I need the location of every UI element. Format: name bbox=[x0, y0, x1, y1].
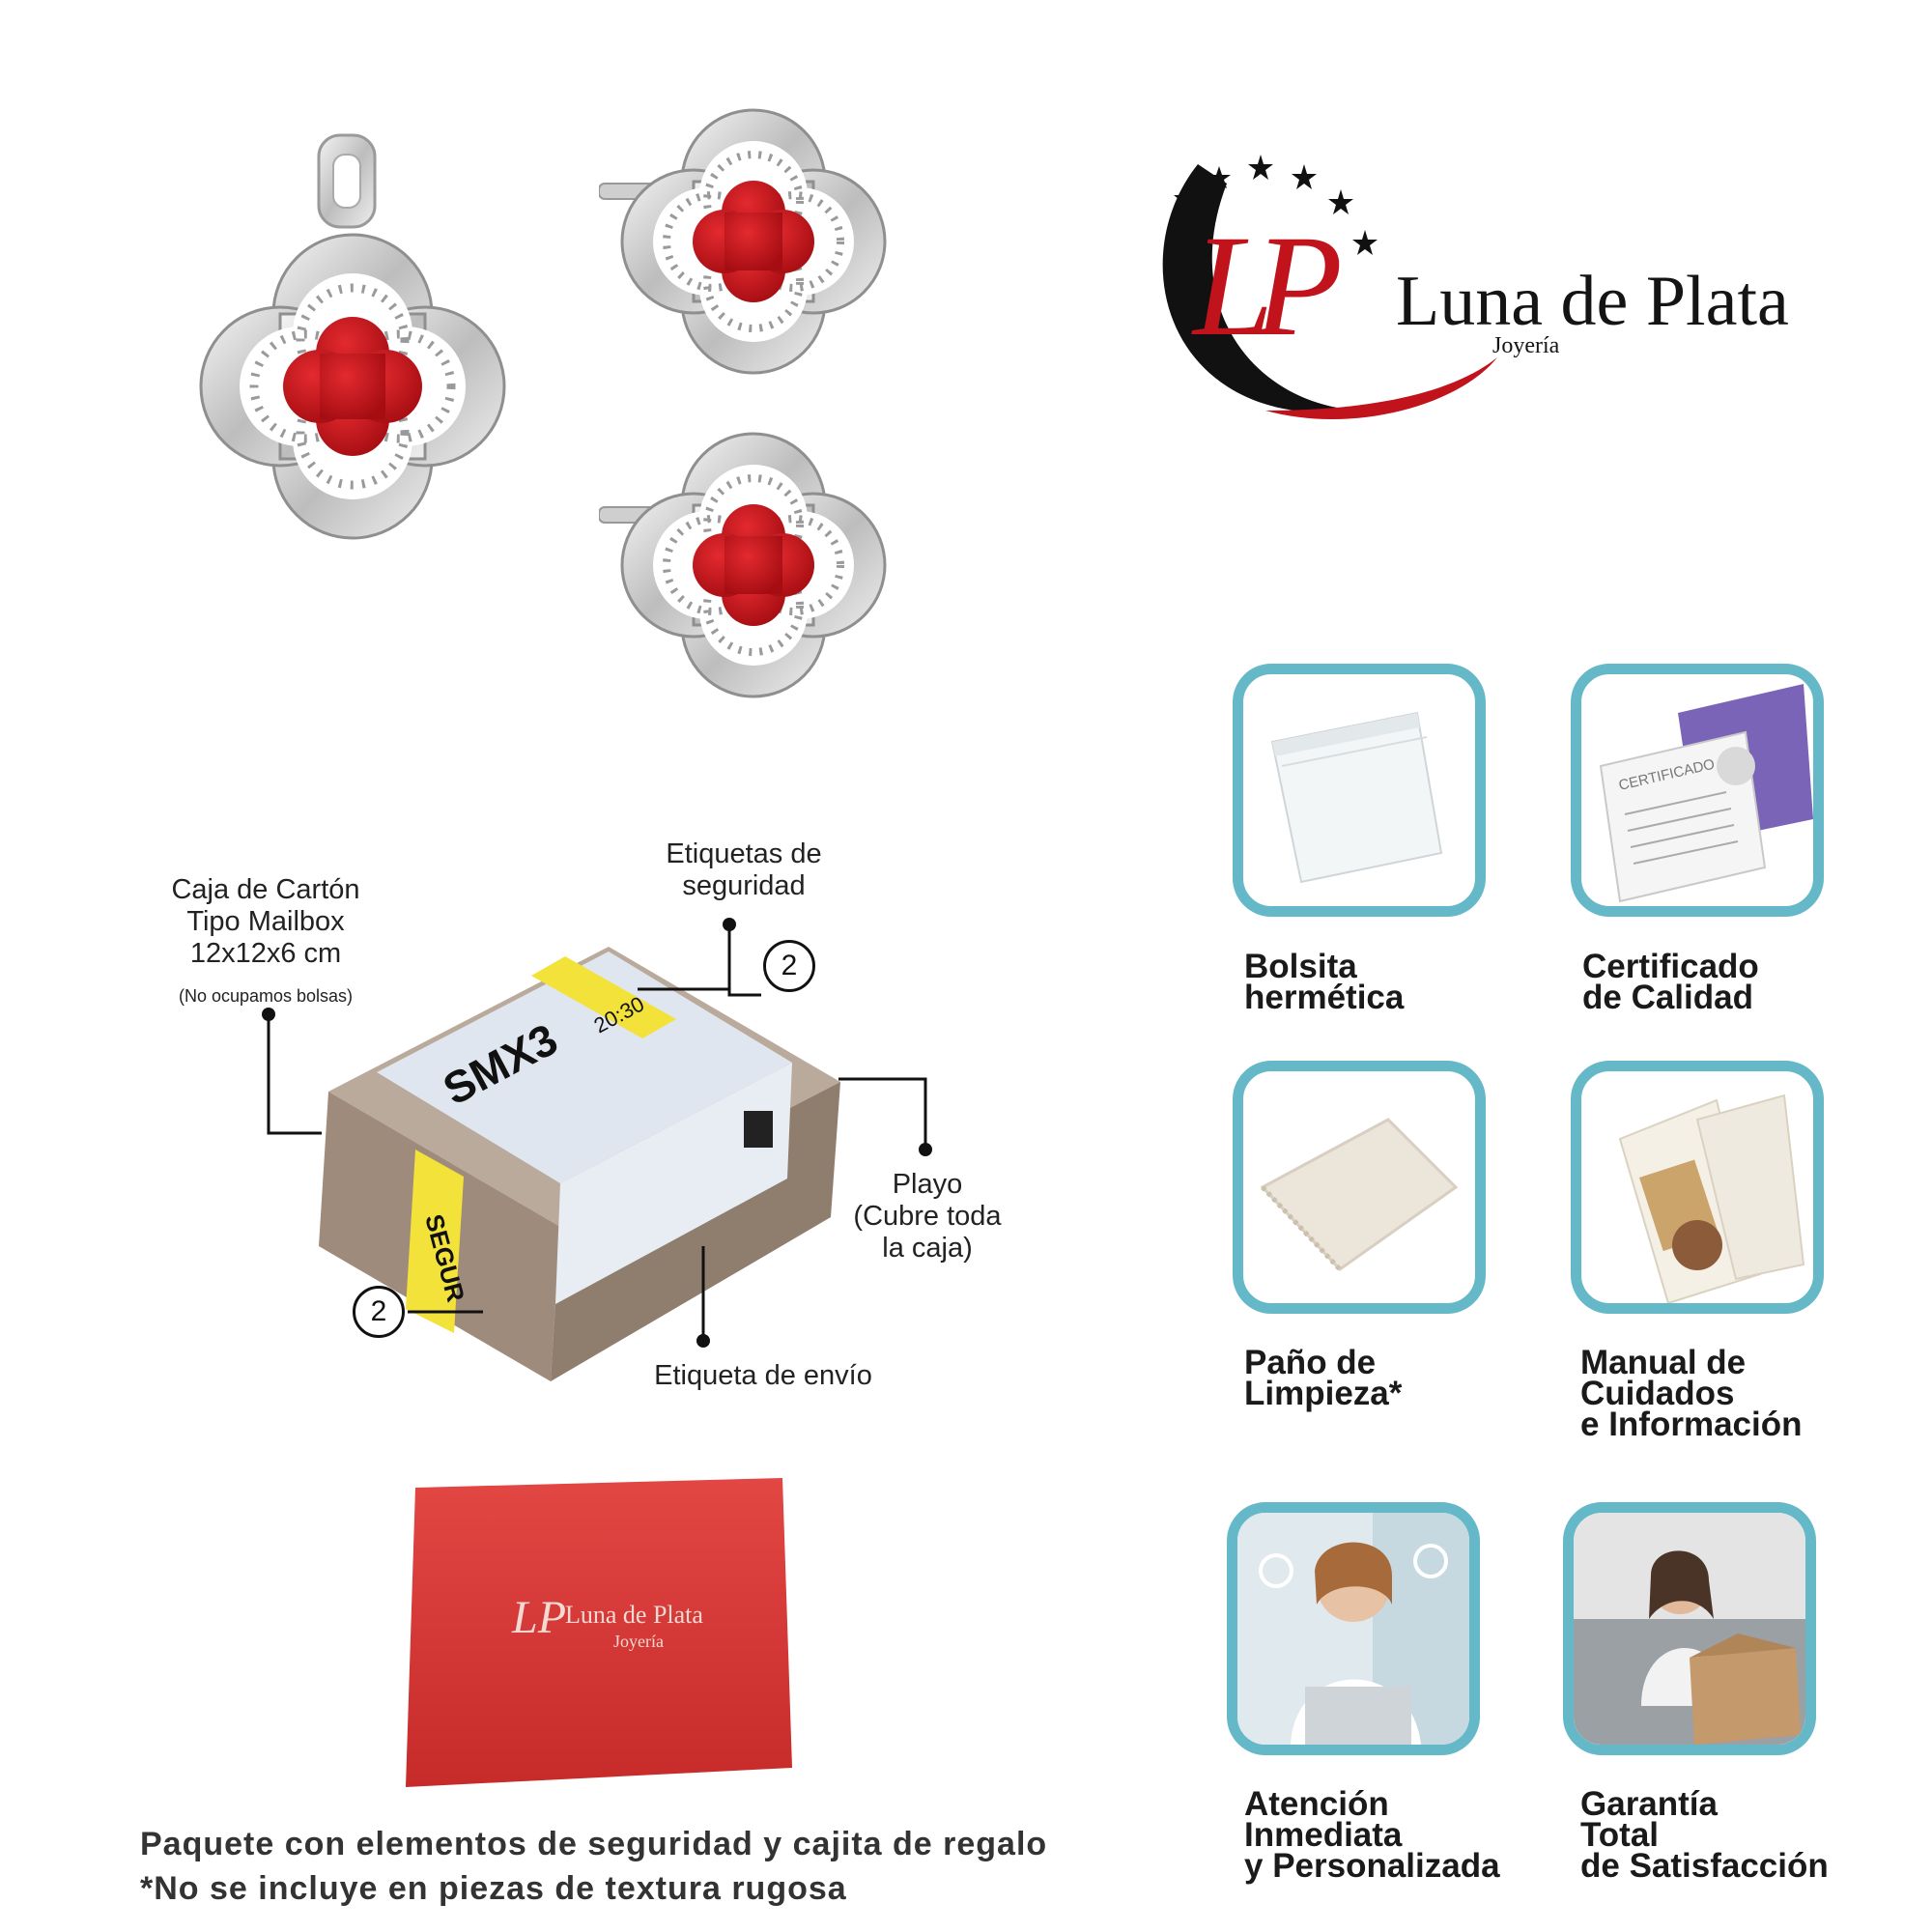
card-manual bbox=[1571, 1061, 1824, 1314]
manual-icon bbox=[1618, 1094, 1805, 1303]
card-bag bbox=[1233, 664, 1486, 917]
card-support-label: Atención Inmediata y Personalizada bbox=[1244, 1785, 1500, 1885]
card-support bbox=[1227, 1502, 1480, 1755]
card-manual-label: Manual de Cuidados e Información bbox=[1580, 1344, 1803, 1443]
gift-box-sub: Joyería bbox=[613, 1632, 664, 1651]
bag-icon bbox=[1270, 711, 1443, 884]
svg-text:LP: LP bbox=[511, 1592, 566, 1643]
card-cloth-label: Paño de Limpieza* bbox=[1244, 1344, 1403, 1412]
gift-box-image: LP Luna de Plata Joyería bbox=[406, 1478, 792, 1787]
card-cloth bbox=[1233, 1061, 1486, 1314]
count-badge-bottom: 2 bbox=[353, 1286, 405, 1338]
gift-box-brand: Luna de Plata bbox=[565, 1601, 703, 1629]
brand-subtitle: Joyería bbox=[1492, 333, 1560, 358]
brand-logo: LP Luna de Plata Joyería bbox=[1140, 145, 1874, 435]
box-type-label: Caja de Cartón Tipo Mailbox 12x12x6 cm bbox=[171, 874, 360, 969]
footer-line-2: *No se incluye en piezas de textura rugo… bbox=[140, 1870, 847, 1907]
earring-bottom-image bbox=[599, 425, 889, 715]
card-satisfaction-label: Garantía Total de Satisfacción bbox=[1580, 1785, 1829, 1885]
card-certificate: CERTIFICADO bbox=[1571, 664, 1824, 917]
wrap-label: Playo (Cubre toda la caja) bbox=[853, 1169, 1002, 1264]
brand-name: Luna de Plata bbox=[1396, 262, 1789, 341]
security-labels-label: Etiquetas de seguridad bbox=[666, 838, 822, 901]
brand-monogram: LP bbox=[1193, 206, 1343, 366]
shipping-label-text: Etiqueta de envío bbox=[654, 1360, 872, 1391]
shipping-box-image: SMX3 20:30 SEGUR bbox=[309, 927, 850, 1391]
support-icon bbox=[1237, 1513, 1469, 1745]
cloth-icon bbox=[1260, 1118, 1459, 1271]
satisfaction-icon bbox=[1574, 1513, 1805, 1745]
card-certificate-label: Certificado de Calidad bbox=[1582, 948, 1759, 1016]
card-satisfaction bbox=[1563, 1502, 1816, 1755]
footer-line-1: Paquete con elementos de seguridad y caj… bbox=[140, 1826, 1048, 1862]
earring-top-image bbox=[599, 97, 889, 386]
certificate-icon: CERTIFICADO bbox=[1599, 684, 1813, 903]
card-bag-label: Bolsita hermética bbox=[1244, 948, 1405, 1016]
box-note: (No ocupamos bolsas) bbox=[178, 986, 354, 1006]
crescent-moon-icon bbox=[1162, 155, 1497, 419]
count-badge-top: 2 bbox=[763, 940, 815, 992]
star-icons bbox=[1174, 155, 1378, 255]
pendant-image bbox=[193, 126, 512, 551]
